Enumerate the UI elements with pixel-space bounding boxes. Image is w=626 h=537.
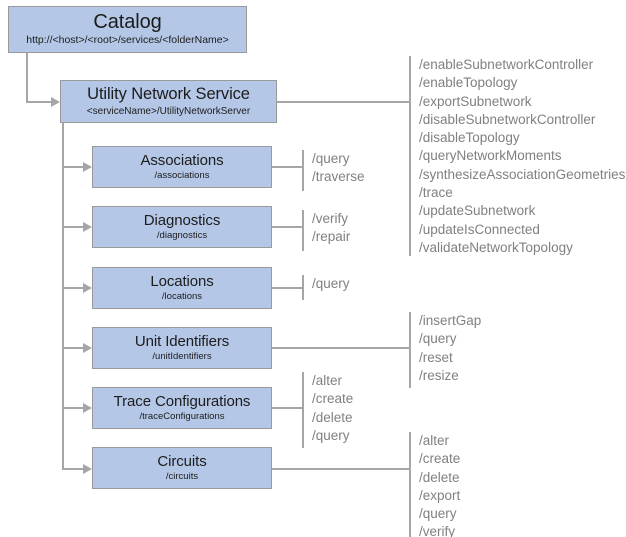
operation-item[interactable]: /exportSubnetwork	[419, 93, 532, 109]
operation-item[interactable]: /enableSubnetworkController	[419, 57, 594, 72]
node-circuits-title: Circuits	[157, 452, 207, 470]
node-unit-identifiers-path: /unitIdentifiers	[152, 350, 212, 362]
operations-list: /insertGap/query/reset/resize	[411, 312, 481, 385]
operation-item[interactable]: /delete	[419, 469, 460, 485]
operations-trace-configurations: /alter/create/delete/query	[302, 372, 353, 448]
operations-list: /query	[304, 275, 350, 293]
node-utility-network-service[interactable]: Utility Network Service <serviceName>/Ut…	[60, 80, 277, 123]
node-locations-title: Locations	[150, 272, 214, 290]
operations-bar	[302, 210, 304, 251]
operation-item[interactable]: /query	[419, 331, 457, 347]
arrow-to-circuits	[83, 464, 92, 474]
arrow-to-trace-configurations	[83, 403, 92, 413]
operations-utility-network-service: /enableSubnetworkController/enableTopolo…	[409, 56, 625, 256]
arrow-to-diagnostics	[83, 222, 92, 232]
connector-spine-to-trace-configurations	[62, 407, 86, 409]
connector-spine-to-unit-identifiers	[62, 347, 86, 349]
arrow-to-associations	[83, 162, 92, 172]
node-catalog[interactable]: Catalog http://<host>/<root>/services/<f…	[8, 6, 247, 53]
node-diagnostics-title: Diagnostics	[143, 211, 221, 229]
operations-associations: /query/traverse	[302, 150, 365, 191]
connector-spine-to-circuits	[62, 468, 86, 470]
arrow-catalog-to-uns	[51, 97, 60, 107]
operation-item[interactable]: /verify	[312, 211, 349, 226]
node-associations[interactable]: Associations /associations	[92, 146, 272, 188]
operation-item[interactable]: /traverse	[312, 169, 365, 185]
node-trace-configurations-path: /traceConfigurations	[139, 410, 225, 422]
node-circuits[interactable]: Circuits /circuits	[92, 447, 272, 489]
operations-bar	[409, 56, 411, 256]
connector-spine-to-associations	[62, 166, 86, 168]
operation-item[interactable]: /delete	[312, 409, 353, 425]
node-associations-path: /associations	[154, 169, 210, 181]
operations-diagnostics: /verify/repair	[302, 210, 350, 251]
connector-uns-to-operations	[277, 101, 410, 103]
operations-bar	[302, 150, 304, 191]
operations-unit-identifiers: /insertGap/query/reset/resize	[409, 312, 481, 388]
connector-spine-to-locations	[62, 287, 86, 289]
connector-spine-to-diagnostics	[62, 226, 86, 228]
operations-list: /alter/create/delete/export/query/verify	[411, 432, 460, 537]
operations-circuits: /alter/create/delete/export/query/verify	[409, 432, 460, 537]
operation-item[interactable]: /synthesizeAssociationGeometries	[419, 166, 626, 182]
connector-uns-spine	[62, 123, 64, 470]
connector-circuits-to-operations	[272, 468, 410, 470]
node-locations-path: /locations	[161, 290, 203, 302]
node-locations[interactable]: Locations /locations	[92, 267, 272, 309]
operation-item[interactable]: /query	[419, 506, 457, 522]
node-trace-configurations[interactable]: Trace Configurations /traceConfiguration…	[92, 387, 272, 429]
operation-item[interactable]: /insertGap	[419, 313, 482, 328]
node-associations-title: Associations	[140, 151, 224, 169]
operation-item[interactable]: /query	[312, 276, 350, 291]
operations-bar	[302, 372, 304, 448]
operation-item[interactable]: /query	[312, 151, 350, 166]
arrow-to-locations	[83, 283, 92, 293]
operation-item[interactable]: /export	[419, 487, 461, 503]
operations-list: /enableSubnetworkController/enableTopolo…	[411, 56, 625, 257]
operation-item[interactable]: /alter	[419, 433, 450, 448]
operation-item[interactable]: /query	[312, 427, 350, 443]
node-utility-network-service-title: Utility Network Service	[87, 85, 250, 104]
connector-diagnostics-to-operations	[272, 226, 303, 228]
connector-trace-configurations-to-operations	[272, 407, 303, 409]
node-catalog-title: Catalog	[93, 11, 162, 34]
operation-item[interactable]: /disableSubnetworkController	[419, 111, 596, 127]
operation-item[interactable]: /reset	[419, 349, 453, 365]
operation-item[interactable]: /trace	[419, 185, 453, 201]
node-trace-configurations-title: Trace Configurations	[113, 392, 251, 410]
node-catalog-path: http://<host>/<root>/services/<folderNam…	[26, 34, 229, 47]
operation-item[interactable]: /alter	[312, 373, 343, 388]
operation-item[interactable]: /validateNetworkTopology	[419, 239, 573, 255]
operation-item[interactable]: /resize	[419, 367, 459, 383]
operation-item[interactable]: /queryNetworkMoments	[419, 148, 562, 164]
operation-item[interactable]: /verify	[419, 524, 456, 537]
operation-item[interactable]: /disableTopology	[419, 130, 520, 146]
node-utility-network-service-path: <serviceName>/UtilityNetworkServer	[86, 105, 251, 117]
operations-bar	[409, 432, 411, 537]
operations-bar	[409, 312, 411, 388]
node-unit-identifiers[interactable]: Unit Identifiers /unitIdentifiers	[92, 327, 272, 369]
operations-list: /query/traverse	[304, 150, 365, 187]
operations-locations: /query	[302, 275, 350, 300]
connector-locations-to-operations	[272, 287, 303, 289]
operation-item[interactable]: /updateSubnetwork	[419, 203, 536, 219]
node-diagnostics[interactable]: Diagnostics /diagnostics	[92, 206, 272, 248]
operation-item[interactable]: /create	[312, 391, 354, 407]
operation-item[interactable]: /repair	[312, 229, 351, 245]
node-circuits-path: /circuits	[165, 470, 199, 482]
operation-item[interactable]: /updateIsConnected	[419, 221, 540, 237]
operation-item[interactable]: /create	[419, 451, 461, 467]
connector-unit-identifiers-to-operations	[272, 347, 410, 349]
operation-item[interactable]: /enableTopology	[419, 75, 518, 91]
arrow-to-unit-identifiers	[83, 343, 92, 353]
operations-bar	[302, 275, 304, 300]
node-unit-identifiers-title: Unit Identifiers	[134, 332, 230, 350]
operations-list: /alter/create/delete/query	[304, 372, 353, 445]
operations-list: /verify/repair	[304, 210, 350, 247]
connector-associations-to-operations	[272, 166, 303, 168]
connector-catalog-down	[26, 52, 28, 103]
node-diagnostics-path: /diagnostics	[156, 229, 208, 241]
connector-catalog-to-uns	[26, 101, 54, 103]
